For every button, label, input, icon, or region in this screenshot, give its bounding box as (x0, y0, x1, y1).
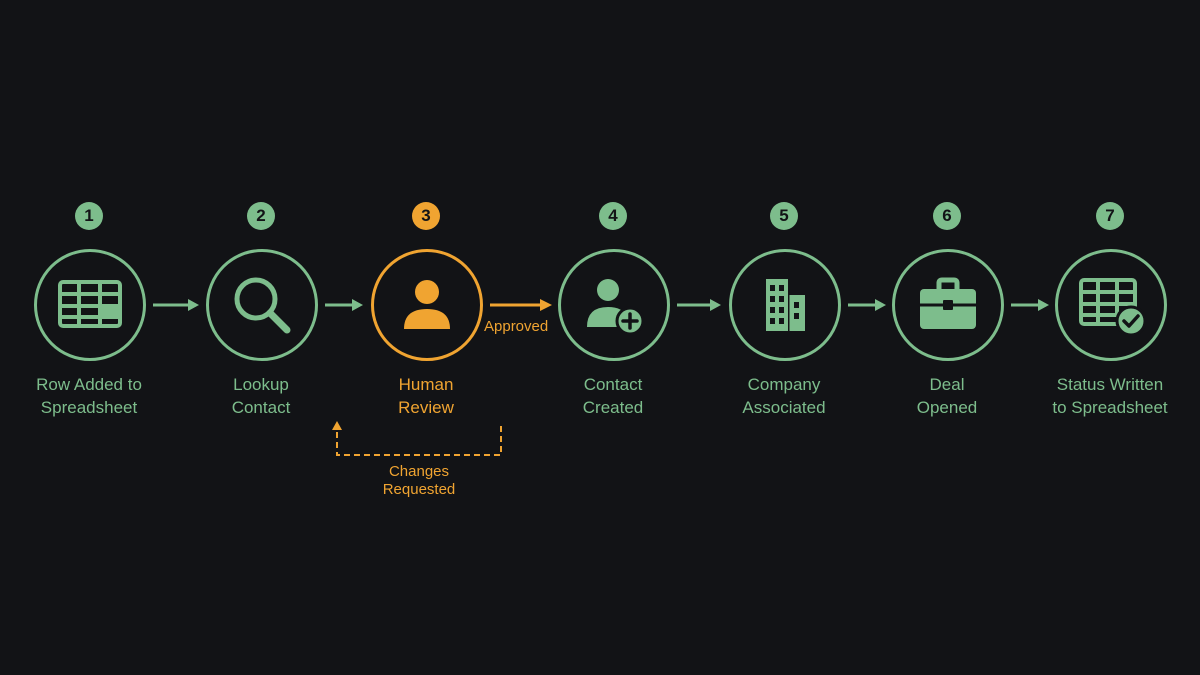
step-circle (892, 249, 1004, 361)
step-circle (34, 249, 146, 361)
arrow-approved (490, 294, 552, 316)
step-row-added: 1 Row Added to Spreadsheet (9, 0, 169, 675)
step-lookup-contact: 2 Lookup Contact (181, 0, 341, 675)
step-circle (371, 249, 483, 361)
arrow-6-7 (1011, 294, 1049, 316)
step-number-badge: 7 (1096, 202, 1124, 230)
spreadsheet-icon (58, 280, 122, 328)
step-company-associated: 5 Company (704, 0, 864, 675)
step-number-badge: 4 (599, 202, 627, 230)
step-label: Lookup Contact (181, 373, 341, 419)
changes-label-line: Requested (382, 481, 456, 498)
step-label-line: Contact (231, 398, 291, 417)
step-circle (1055, 249, 1167, 361)
step-number-badge: 2 (247, 202, 275, 230)
add-contact-icon (587, 279, 645, 336)
changes-requested-label: Changes Requested (345, 463, 493, 499)
step-circle (729, 249, 841, 361)
step-label: Company Associated (704, 373, 864, 419)
step-label-line: Status Written (1056, 375, 1164, 394)
arrow-5-6 (848, 294, 886, 316)
briefcase-icon (920, 277, 976, 329)
magnifier-icon (234, 277, 291, 334)
step-label-line: Associated (742, 398, 826, 417)
step-deal-opened: 6 Deal Opened (867, 0, 1027, 675)
step-circle (206, 249, 318, 361)
step-number-badge: 3 (412, 202, 440, 230)
step-label-line: Spreadsheet (40, 398, 138, 417)
step-label-line: Opened (916, 398, 978, 417)
approved-label: Approved (484, 318, 549, 335)
step-number-badge: 5 (770, 202, 798, 230)
step-label-line: Human (398, 375, 454, 394)
step-label-line: Deal (929, 375, 965, 394)
spreadsheet-check-icon (1079, 278, 1147, 337)
step-contact-created: 4 Contact Created (533, 0, 693, 675)
step-status-written: 7 Status Written to Spreadsheet (1030, 0, 1190, 675)
step-label: Row Added to Spreadsheet (9, 373, 169, 419)
step-circle (558, 249, 670, 361)
step-label: Status Written to Spreadsheet (1030, 373, 1190, 419)
step-label-line: Row Added to (36, 375, 142, 394)
arrow-4-5 (677, 294, 721, 316)
step-label-line: Created (582, 398, 644, 417)
step-number-badge: 1 (75, 202, 103, 230)
building-icon (766, 279, 805, 331)
step-human-review: 3 Human Review (346, 0, 506, 675)
step-label-line: Review (398, 398, 454, 417)
step-label-line: to Spreadsheet (1052, 398, 1168, 417)
arrow-1-2 (153, 294, 199, 316)
step-label-line: Company (747, 375, 821, 394)
step-label: Human Review (346, 373, 506, 419)
person-icon (404, 280, 450, 329)
changes-label-line: Changes (388, 463, 450, 480)
step-number-badge: 6 (933, 202, 961, 230)
step-label: Deal Opened (867, 373, 1027, 419)
step-label-line: Lookup (233, 375, 289, 394)
arrow-2-3 (325, 294, 363, 316)
step-label-line: Contact (583, 375, 643, 394)
step-label: Contact Created (533, 373, 693, 419)
changes-requested-loop (325, 418, 510, 463)
